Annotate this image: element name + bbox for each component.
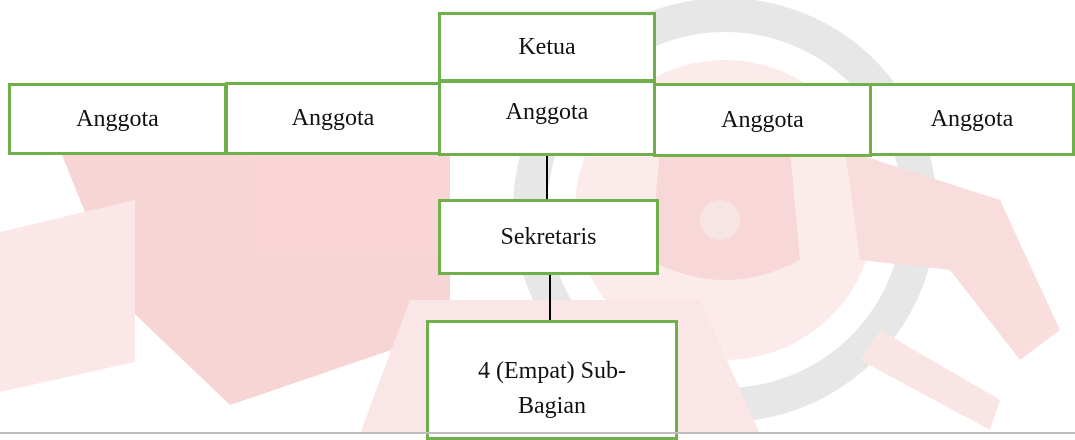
anggota-box-5: Anggota [869,83,1075,156]
sub-bagian-label-line2: Bagian [518,393,586,419]
anggota-label-3: Anggota [505,99,589,125]
anggota-label-1: Anggota [76,105,159,132]
anggota-label-2: Anggota [291,105,375,132]
sekretaris-box: Sekretaris [438,199,659,275]
anggota-box-1: Anggota [8,83,227,155]
page-bottom-edge [0,432,1075,434]
anggota-label-5: Anggota [930,106,1014,133]
ketua-box: Ketua [438,12,656,82]
sub-bagian-box: 4 (Empat) Sub- Bagian [426,320,678,440]
sekretaris-label: Sekretaris [500,223,597,250]
anggota-box-3: Anggota [438,80,656,156]
anggota-box-2: Anggota [225,82,441,155]
connector-secretary-to-subdivision [549,275,551,321]
anggota-label-4: Anggota [721,106,804,133]
connector-member-to-secretary [546,155,548,200]
anggota-box-4: Anggota [653,83,872,157]
ketua-label: Ketua [518,33,576,60]
sub-bagian-label-line1: 4 (Empat) Sub- [478,358,626,385]
